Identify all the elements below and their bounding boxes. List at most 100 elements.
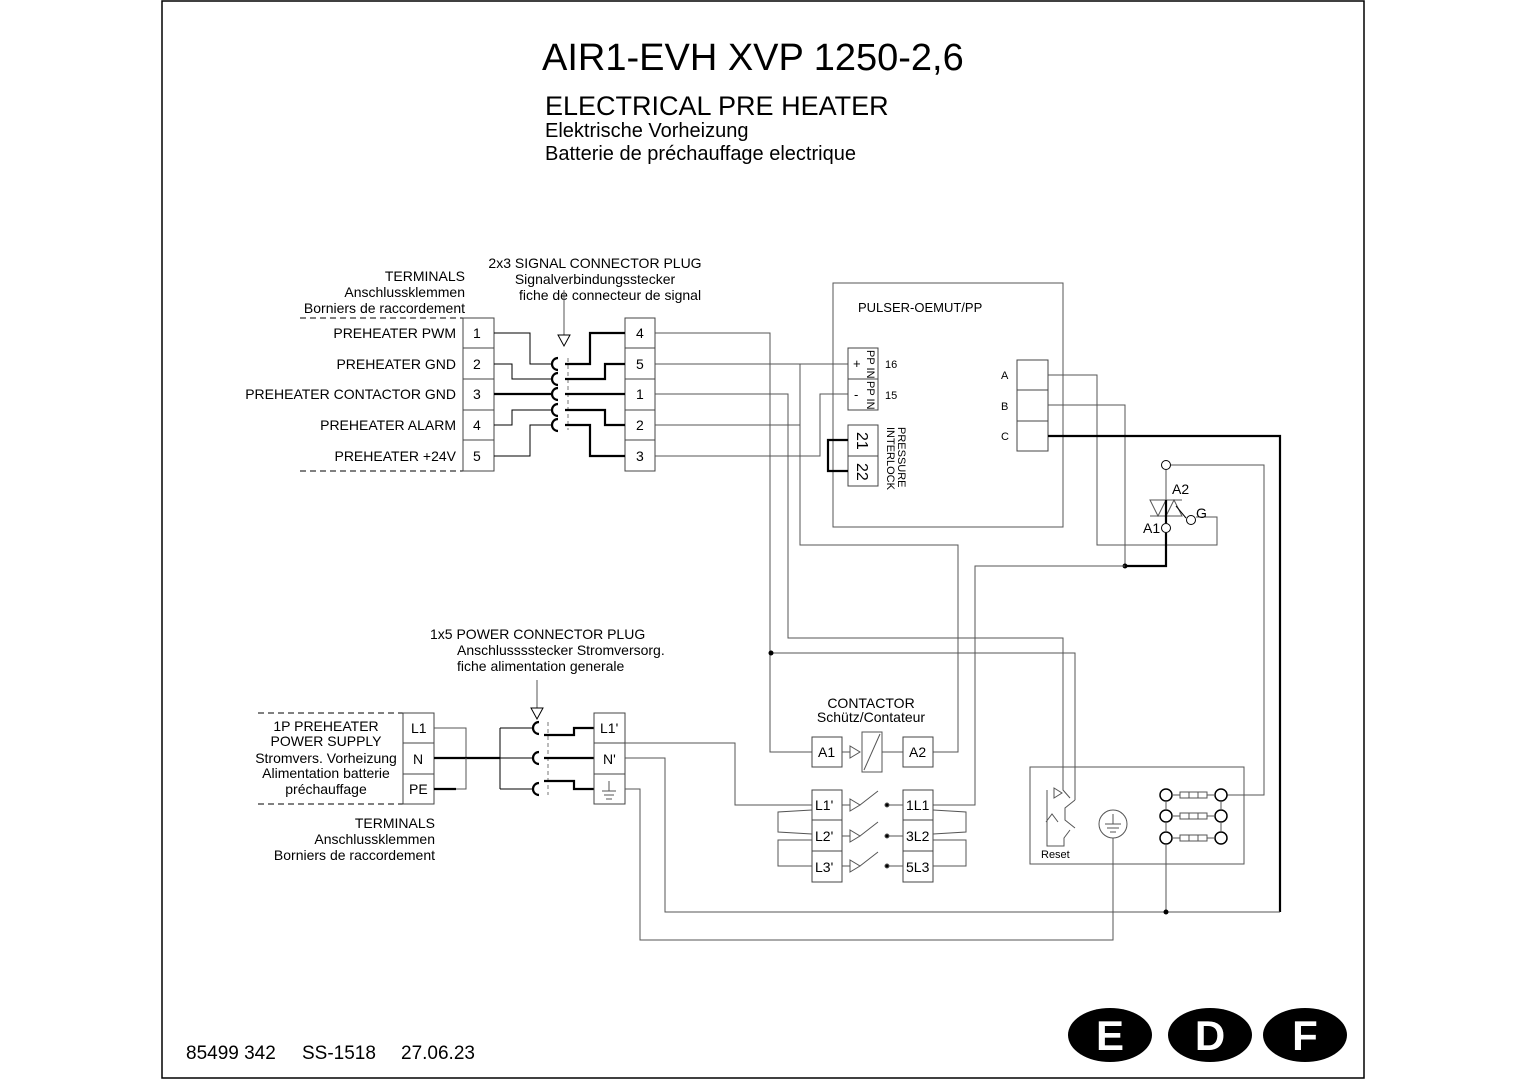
subtitle-de: Elektrische Vorheizung	[545, 120, 748, 142]
heating-resistor-icons	[1159, 788, 1228, 915]
plug-pin-number: 4	[636, 325, 644, 341]
output-b	[1016, 389, 1049, 422]
contact-switch-icons	[777, 790, 967, 873]
output-label: B	[1001, 401, 1008, 413]
plug-pin	[624, 317, 656, 349]
triac-g-label: G	[1196, 505, 1207, 521]
language-e: E	[1096, 1012, 1124, 1059]
interlock-label: PRESSURE	[895, 427, 907, 488]
power-heading: 1P PREHEATER	[273, 718, 378, 734]
power-heading: Alimentation batterie	[262, 765, 390, 781]
pp-label: PP IN	[864, 350, 876, 379]
coil-icon	[842, 731, 903, 773]
terminal-number: 3	[473, 386, 481, 402]
contactor-output	[902, 819, 934, 852]
pin-label: PE	[409, 781, 428, 797]
terminal-label: PREHEATER ALARM	[320, 417, 456, 433]
interlock-pin: 22	[853, 463, 870, 481]
coil-label: A1	[818, 744, 835, 760]
power-plug-heading: fiche alimentation generale	[457, 658, 625, 674]
contactor-input	[811, 850, 843, 883]
document-number: 85499 342	[186, 1043, 276, 1064]
contactor-output-label: 5L3	[906, 859, 930, 875]
pp-sign: +	[853, 356, 861, 371]
terminals-heading-fr: Borniers de raccordement	[304, 300, 465, 316]
contactor-input-label: L1'	[815, 797, 833, 813]
output-c	[1016, 420, 1049, 452]
document-code: SS-1518	[302, 1043, 376, 1064]
interlock-terminal-21	[847, 424, 879, 457]
contactor-output-label: 1L1	[906, 797, 930, 813]
triac-a1-label: A1	[1143, 520, 1160, 536]
contactor-heading: CONTACTOR	[827, 695, 914, 711]
contactor-input	[811, 789, 843, 821]
power-connector-wiring	[434, 680, 594, 797]
coil-a2	[902, 736, 934, 768]
pp-label: PP IN	[864, 381, 876, 410]
terminal-pe	[402, 773, 435, 805]
power-heading: Stromvers. Vorheizung	[255, 750, 397, 766]
terminal-5	[462, 439, 495, 472]
signal-plug-heading-de: Signalverbindungsstecker	[515, 271, 676, 287]
power-terminals-footer: TERMINALS	[355, 815, 435, 831]
output-label: C	[1001, 431, 1009, 443]
interlock-pin: 21	[853, 432, 870, 450]
language-f: F	[1292, 1012, 1318, 1059]
terminal-number: 4	[473, 417, 481, 433]
terminals-heading: TERMINALS	[385, 268, 465, 284]
pp-in-minus-terminal	[847, 378, 879, 411]
pin-label: N	[413, 751, 423, 767]
interlock-jumper	[826, 438, 848, 473]
power-heading: POWER SUPPLY	[271, 733, 383, 749]
pp-sign: -	[854, 387, 858, 402]
wire	[625, 757, 1280, 913]
power-plug-heading: Anschlusssstecker Stromversorg.	[457, 642, 665, 658]
pin-label: L1'	[600, 720, 618, 736]
subtitle-en: ELECTRICAL PRE HEATER	[545, 91, 889, 121]
contactor-heading: Schütz/Contateur	[817, 709, 926, 725]
wire	[625, 742, 812, 806]
language-d: D	[1195, 1012, 1225, 1059]
terminal-number: 5	[473, 448, 481, 464]
plug-pin	[624, 347, 656, 380]
plug-pin-number: 1	[636, 386, 644, 402]
pp-in-plus-terminal	[847, 347, 879, 380]
ground-icon	[602, 781, 616, 800]
thermal-protection-module	[1029, 766, 1245, 865]
reset-label: Reset	[1041, 849, 1070, 861]
terminal-4	[462, 409, 495, 441]
pulser-name: PULSER-OEMUT/PP	[858, 300, 982, 315]
coil-a1	[811, 736, 843, 768]
power-plug-heading: 1x5 POWER CONNECTOR PLUG	[430, 626, 645, 642]
diagram-title: AIR1-EVH XVP 1250-2,6	[542, 37, 964, 79]
terminal-label: PREHEATER GND	[336, 356, 456, 372]
terminal-label: PREHEATER +24V	[334, 448, 456, 464]
terminal-label: PREHEATER PWM	[333, 325, 456, 341]
signal-plug-heading-fr: fiche de connecteur de signal	[519, 287, 701, 303]
contactor-input-label: L2'	[815, 828, 833, 844]
contactor-input-label: L3'	[815, 859, 833, 875]
earth-icon	[1098, 809, 1128, 839]
terminals-heading-de: Anschlussklemmen	[344, 284, 465, 300]
terminal-number: 2	[473, 356, 481, 372]
interlock-label: INTERLOCK	[884, 427, 896, 491]
wire	[625, 788, 1114, 941]
pin-label: N'	[603, 751, 616, 767]
terminal-3	[462, 378, 495, 411]
contactor-output-label: 3L2	[906, 828, 930, 844]
output-label: A	[1001, 370, 1009, 382]
plug-pin-n	[593, 742, 626, 775]
plug-pin-number: 3	[636, 448, 644, 464]
triac-icon	[933, 460, 1265, 806]
language-badges: E D F	[1068, 1008, 1347, 1062]
signal-plug-heading: 2x3 SIGNAL CONNECTOR PLUG	[488, 255, 701, 271]
power-terminals-footer: Anschlussklemmen	[314, 831, 435, 847]
subtitle-fr: Batterie de préchauffage electrique	[545, 143, 856, 165]
terminal-l1	[402, 712, 435, 744]
interlock-terminal-22	[847, 455, 879, 487]
terminal-n	[402, 742, 435, 775]
plug-pin-number: 2	[636, 417, 644, 433]
pin-label: L1	[411, 720, 427, 736]
document-date: 27.06.23	[401, 1043, 475, 1064]
